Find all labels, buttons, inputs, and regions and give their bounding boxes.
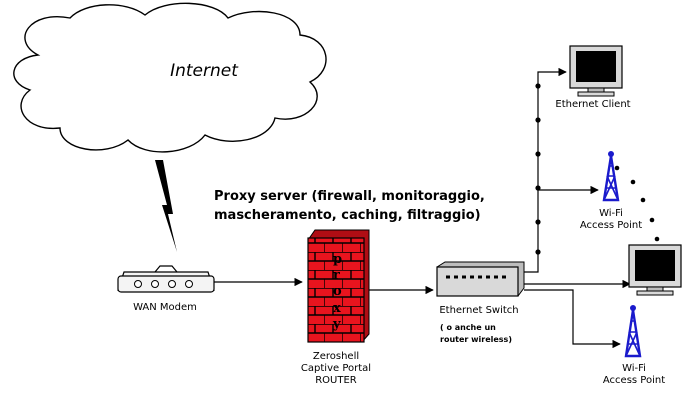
router-label-line1: Zeroshell — [313, 351, 359, 362]
proxy-letter-p: p — [333, 252, 342, 267]
lightning-bolt-icon — [155, 160, 177, 252]
proxy-letter-r: r — [333, 268, 340, 283]
wan-modem: WAN Modem — [117, 265, 215, 313]
router-label-line2: Captive Portal — [301, 363, 371, 374]
switch-links — [524, 67, 631, 349]
wifi-tower-top-icon — [602, 151, 620, 202]
proxy-title-line1: Proxy server (firewall, monitoraggio, — [214, 189, 485, 204]
switch-note-line1: ( o anche un — [440, 323, 496, 332]
wifi-tower-bottom-icon — [624, 305, 642, 358]
cloud-label: Internet — [170, 61, 239, 81]
internet-cloud: Internet — [13, 2, 327, 153]
ap-top-label-line1: Wi-Fi — [599, 208, 623, 219]
ap-bottom-label-line1: Wi-Fi — [622, 363, 646, 374]
wan-modem-label: WAN Modem — [133, 302, 197, 313]
switch-note-line2: router wireless) — [440, 335, 512, 344]
wireless-client-monitor-icon — [628, 244, 682, 296]
switch-label: Ethernet Switch — [439, 305, 518, 316]
router-label-line3: ROUTER — [315, 375, 357, 386]
ethernet-client-monitor-icon — [569, 45, 623, 97]
ap-bottom-label-line2: Access Point — [603, 375, 665, 386]
wireless-signal-dots — [614, 165, 660, 242]
firewall-router: p r o x y Zeroshell Captive Portal ROUTE… — [301, 229, 371, 386]
ethernet-client-label: Ethernet Client — [555, 99, 630, 110]
proxy-letter-x: x — [333, 301, 341, 316]
ap-top-label-line2: Access Point — [580, 220, 642, 231]
proxy-title-line2: mascheramento, caching, filtraggio) — [214, 208, 481, 223]
ethernet-switch: Ethernet Switch ( o anche un router wire… — [436, 261, 525, 344]
proxy-letter-y: y — [332, 317, 341, 332]
proxy-letter-o: o — [333, 284, 342, 299]
